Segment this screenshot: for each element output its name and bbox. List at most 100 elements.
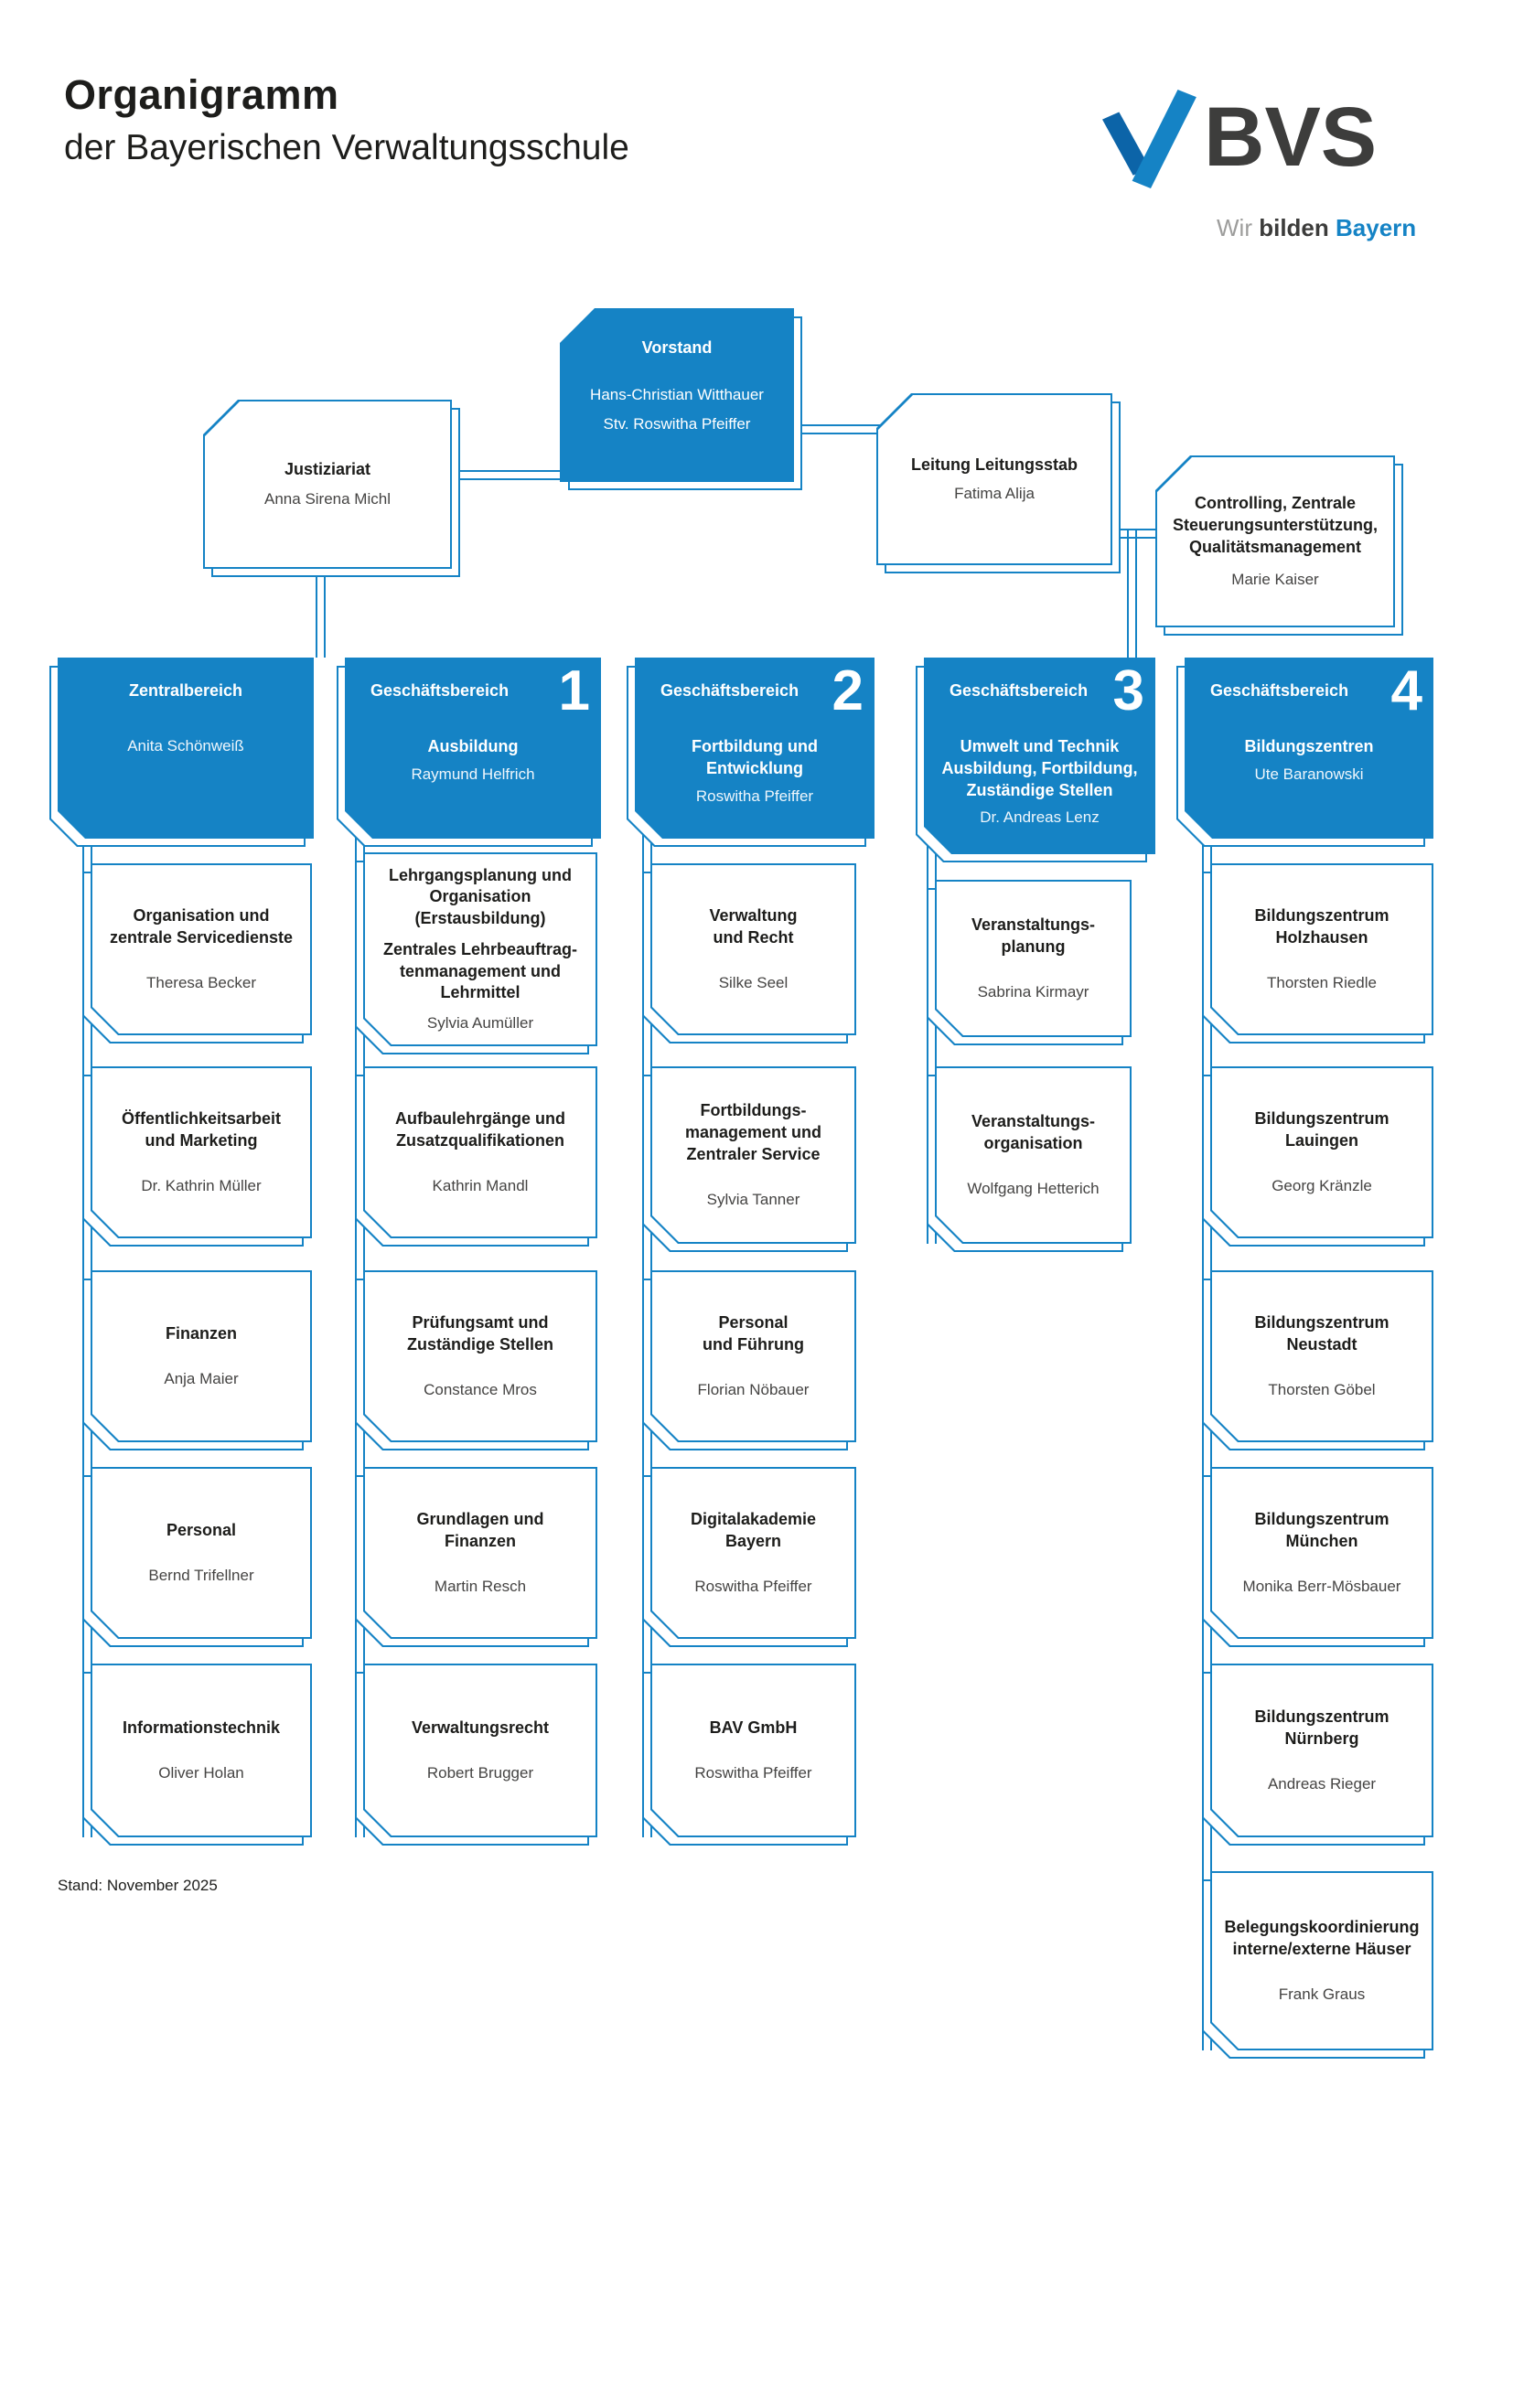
bvs-logo-text: BVS <box>1204 91 1378 184</box>
box-oeffentlichkeitsarbeit: Öffentlichkeitsarbeit und Marketing Dr. … <box>91 1066 312 1238</box>
box-title: Verwaltungsrecht <box>411 1718 550 1738</box>
box-title: Veranstaltungs- planung <box>971 915 1096 956</box>
box-title: Bildungszentrum Lauingen <box>1254 1109 1390 1150</box>
column-subtitle: Bildungszentren <box>1244 737 1374 755</box>
box-person: Bernd Trifellner <box>148 1566 254 1584</box>
box-bz-nuernberg: Bildungszentrum Nürnberg Andreas Rieger <box>1210 1664 1433 1837</box>
box-title: Justiziariat <box>284 460 371 479</box>
box-person: Frank Graus <box>1278 1985 1366 2003</box>
box-person: Thorsten Riedle <box>1266 973 1377 991</box>
bvs-tagline: Wir bilden Bayern <box>1217 214 1416 242</box>
box-person: Sabrina Kirmayr <box>977 982 1089 1001</box>
column-subtitle: Umwelt und Technik Ausbildung, Fortbildu… <box>941 737 1138 799</box>
box-person: Constance Mros <box>424 1380 537 1398</box>
box-person: Martin Resch <box>434 1577 527 1595</box>
page-subtitle: der Bayerischen Verwaltungsschule <box>64 128 629 167</box>
column-number: 4 <box>1390 659 1422 722</box>
vorstand-title: Vorstand <box>641 338 713 357</box>
box-person: Monika Berr-Mösbauer <box>1242 1577 1401 1595</box>
column-3-header: Geschäftsbereich 2 Fortbildung und Entwi… <box>635 658 875 839</box>
bvs-checkmark-icon <box>1100 84 1203 200</box>
box-veranstaltungsorganisation: Veranstaltungs- organisation Wolfgang He… <box>935 1066 1132 1244</box>
box-title: Aufbaulehrgänge und Zusatzqualifikatione… <box>395 1109 565 1150</box>
column-4-header: Geschäftsbereich 3 Umwelt und Technik Au… <box>924 658 1155 854</box>
box-person: Roswitha Pfeiffer <box>694 1577 812 1595</box>
box-title: Bildungszentrum Holzhausen <box>1254 906 1390 947</box>
box-person: Wolfgang Hetterich <box>967 1179 1100 1197</box>
box-title: Bildungszentrum Neustadt <box>1254 1313 1390 1354</box>
column-number: 2 <box>832 659 864 722</box>
page-title: Organigramm <box>64 71 339 118</box>
connector-leitungsstab-controlling <box>1105 529 1164 539</box>
box-person: Anja Maier <box>164 1369 239 1387</box>
column-person: Dr. Andreas Lenz <box>980 808 1100 827</box>
connector-vorstand-leitungsstab <box>787 424 884 434</box>
box-person: Silke Seel <box>718 973 789 991</box>
column-subtitle: Fortbildung und Entwicklung <box>692 737 818 777</box>
box-title: Finanzen <box>165 1324 237 1343</box>
column-number: 1 <box>558 659 590 722</box>
column-1-header: Zentralbereich Anita Schönweiß <box>58 658 314 839</box>
column-number: 3 <box>1112 659 1144 722</box>
box-vorstand: Vorstand Hans-Christian Witthauer Stv. R… <box>560 308 802 490</box>
box-title: Digitalakademie Bayern <box>690 1510 817 1550</box>
box-person: Kathrin Mandl <box>432 1176 529 1194</box>
box-person: Georg Kränzle <box>1272 1176 1372 1194</box>
box-personal: Personal Bernd Trifellner <box>91 1467 312 1639</box>
box-digitalakademie: Digitalakademie Bayern Roswitha Pfeiffer <box>650 1467 856 1639</box>
box-leitungsstab: Leitung Leitungsstab Fatima Alija <box>876 393 1121 573</box>
box-title: Öffentlichkeitsarbeit und Marketing <box>121 1109 282 1150</box>
column-label: Geschäftsbereich <box>660 681 799 700</box>
box-title: Controlling, Zentrale Steuerungsunterstü… <box>1173 494 1378 556</box>
vorstand-member: Hans-Christian Witthauer <box>590 385 764 403</box>
box-person: Sylvia Tanner <box>706 1190 800 1208</box>
box-person: Andreas Rieger <box>1267 1774 1377 1793</box>
column-4-rail <box>927 837 937 1244</box>
box-belegungskoordinierung: Belegungskoordinierung interne/externe H… <box>1210 1871 1433 2050</box>
box-person: Thorsten Göbel <box>1268 1380 1376 1398</box>
page-title-block: Organigramm der Bayerischen Verwaltungss… <box>64 71 629 168</box>
box-organisation-servicedienste: Organisation und zentrale Servicedienste… <box>91 863 312 1035</box>
column-label: Geschäftsbereich <box>950 681 1089 700</box>
box-title: Verwaltung und Recht <box>709 906 798 947</box>
box-person: Marie Kaiser <box>1231 570 1319 588</box>
box-informationstechnik: Informationstechnik Oliver Holan <box>91 1664 312 1837</box>
box-title: Personal und Führung <box>703 1313 804 1354</box>
box-controlling: Controlling, Zentrale Steuerungsunterstü… <box>1155 455 1403 636</box>
box-person: Florian Nöbauer <box>697 1380 810 1398</box>
box-aufbaulehrgaenge: Aufbaulehrgänge und Zusatzqualifikatione… <box>363 1066 597 1238</box>
box-title: Personal <box>166 1521 237 1540</box>
column-2-header: Geschäftsbereich 1 Ausbildung Raymund He… <box>345 658 601 839</box>
box-bz-lauingen: Bildungszentrum Lauingen Georg Kränzle <box>1210 1066 1433 1238</box>
box-title-2: Zentrales Lehrbeauftrag- tenmanagement u… <box>382 939 578 1002</box>
box-bav-gmbh: BAV GmbH Roswitha Pfeiffer <box>650 1664 856 1837</box>
box-person: Dr. Kathrin Müller <box>141 1176 262 1194</box>
box-title: BAV GmbH <box>709 1718 798 1738</box>
box-verwaltung-recht: Verwaltung und Recht Silke Seel <box>650 863 856 1035</box>
box-person: Theresa Becker <box>146 973 256 991</box>
box-title: Fortbildungs- management und Zentraler S… <box>684 1101 822 1163</box>
box-pruefungsamt: Prüfungsamt und Zuständige Stellen Const… <box>363 1270 597 1442</box>
column-label: Geschäftsbereich <box>370 681 510 700</box>
tagline-wir: Wir <box>1217 214 1252 241</box>
box-verwaltungsrecht: Verwaltungsrecht Robert Brugger <box>363 1664 597 1837</box>
box-finanzen: Finanzen Anja Maier <box>91 1270 312 1442</box>
column-subtitle: Ausbildung <box>427 737 519 755</box>
column-person: Raymund Helfrich <box>411 765 535 783</box>
vorstand-member: Stv. Roswitha Pfeiffer <box>603 415 751 433</box>
box-person: Anna Sirena Michl <box>264 489 391 508</box>
box-bz-neustadt: Bildungszentrum Neustadt Thorsten Göbel <box>1210 1270 1433 1442</box>
box-person: Fatima Alija <box>954 485 1035 503</box>
connector-justiziariat-vorstand <box>439 470 562 480</box>
column-person: Ute Baranowski <box>1254 765 1364 783</box>
column-person: Anita Schönweiß <box>127 737 244 755</box>
box-personal-fuehrung: Personal und Führung Florian Nöbauer <box>650 1270 856 1442</box>
stand-date: Stand: November 2025 <box>58 1877 218 1894</box>
box-lehrgangsplanung: Lehrgangsplanung und Organisation (Ersta… <box>363 852 597 1046</box>
connector-drop-col4 <box>1127 529 1137 658</box>
column-label: Zentralbereich <box>128 681 243 700</box>
box-title: Belegungskoordinierung interne/externe H… <box>1224 1918 1420 1958</box>
column-person: Roswitha Pfeiffer <box>695 787 814 805</box>
box-title: Informationstechnik <box>122 1718 281 1738</box>
